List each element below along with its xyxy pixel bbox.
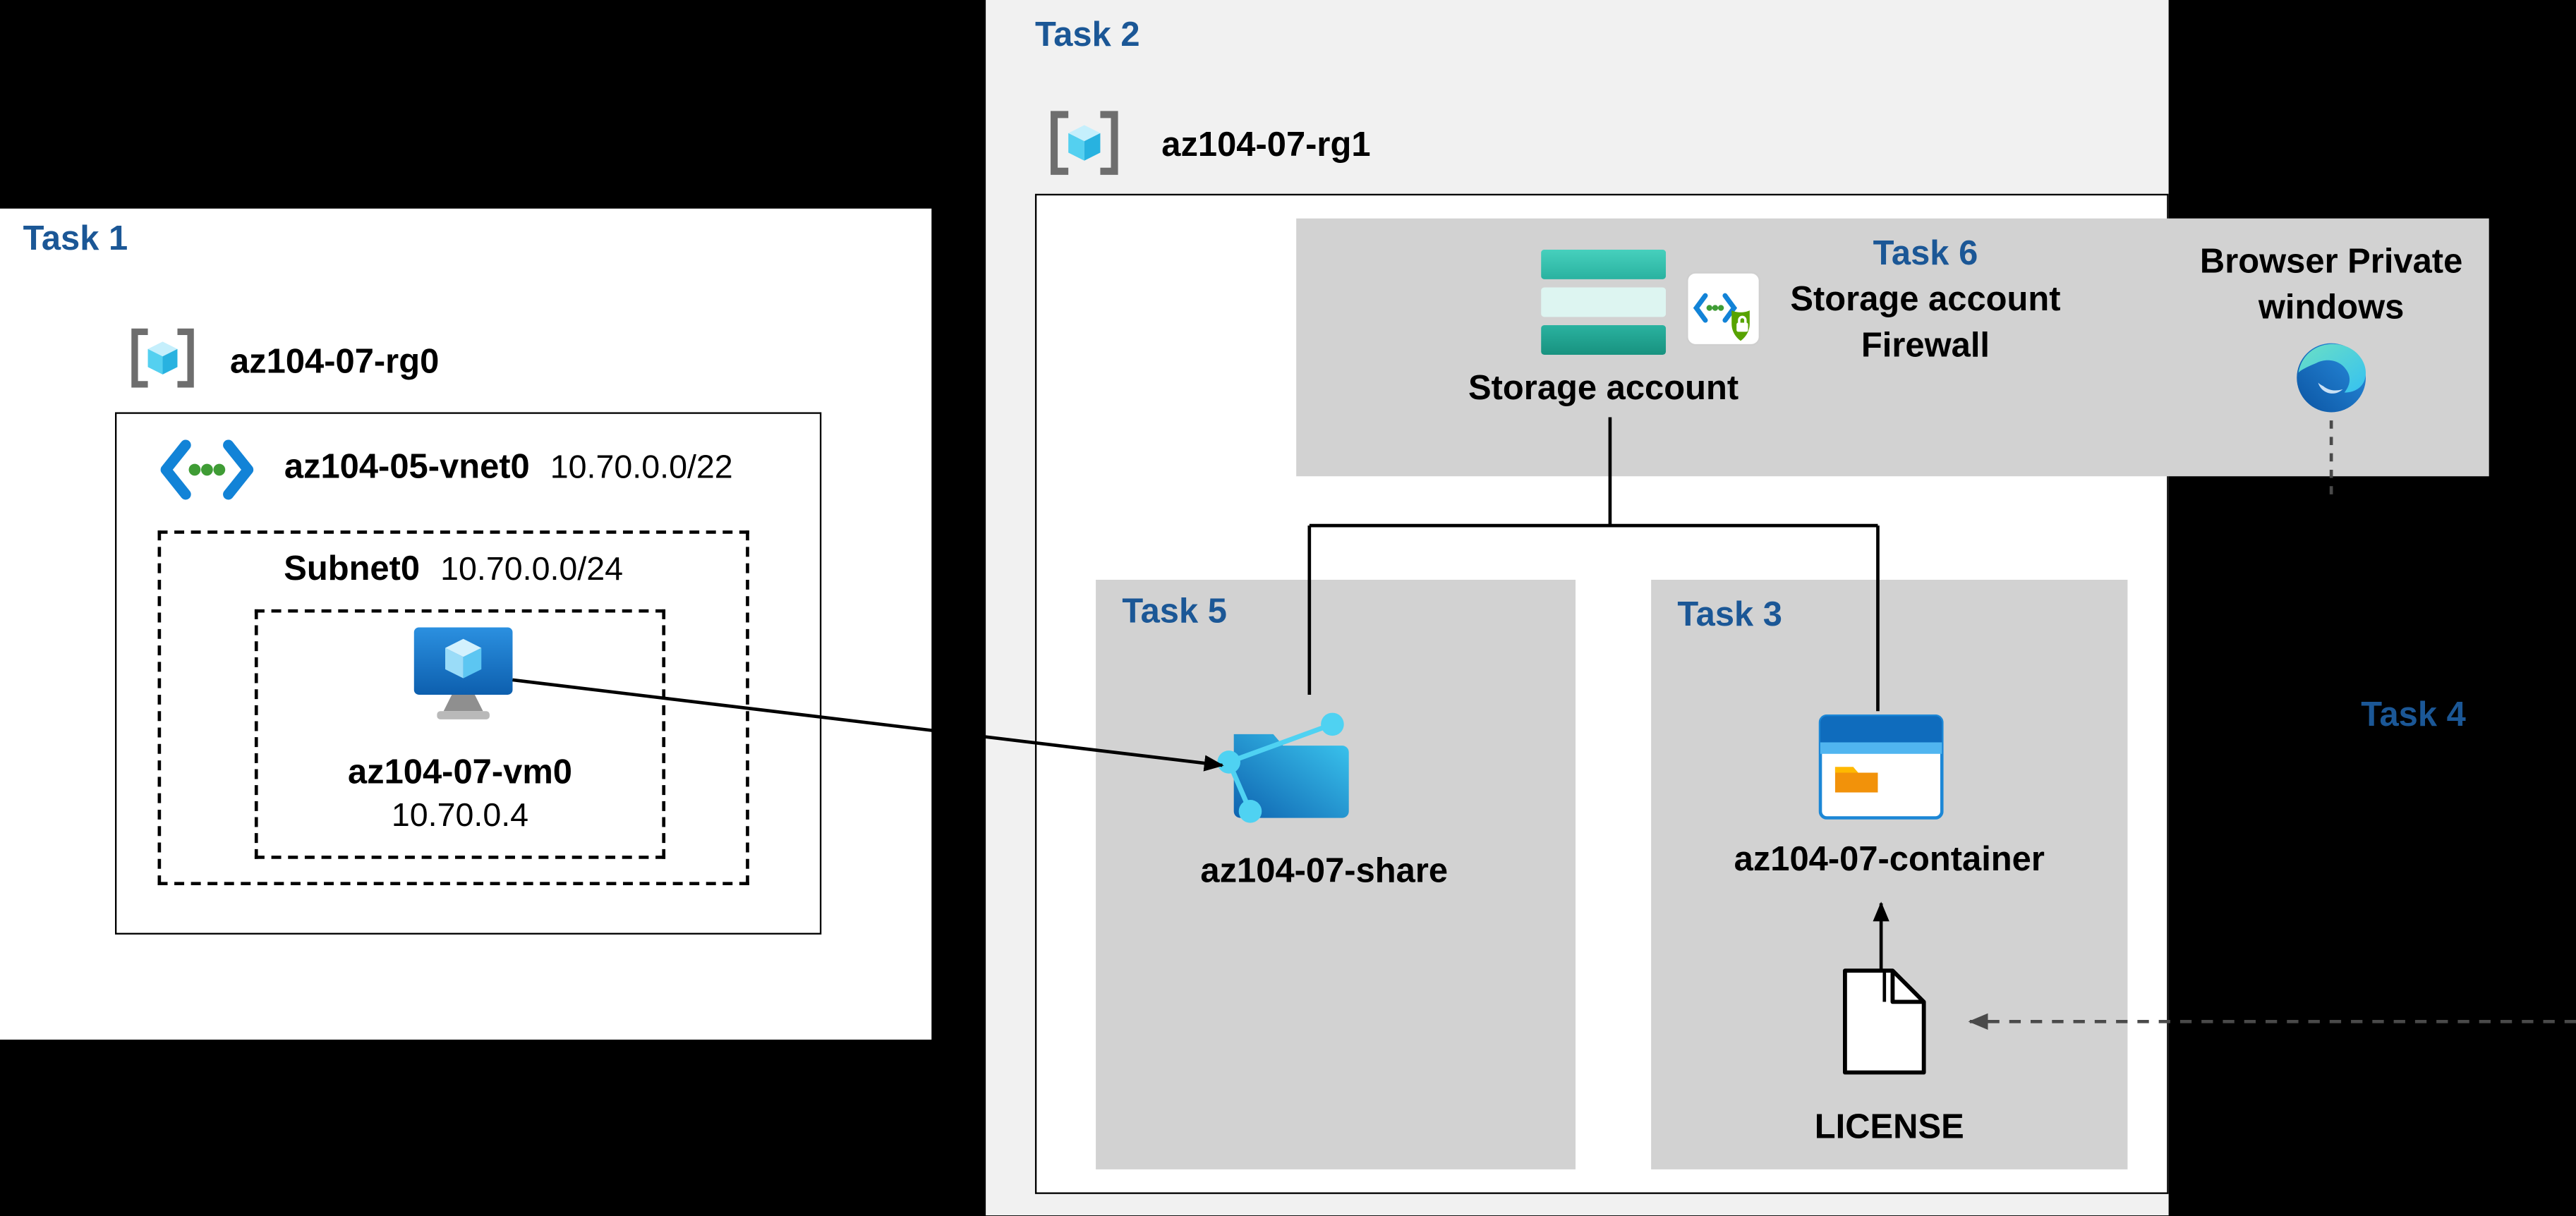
- task2-resource-group-name: az104-07-rg1: [1161, 126, 1371, 164]
- browser-private-windows-block: Browser Private windows: [2184, 240, 2479, 332]
- task1-panel: Task 1 az104-07-rg0 az104-05-vnet0 10.70…: [0, 208, 932, 1040]
- browser-label-line1: Browser Private: [2199, 243, 2463, 281]
- resource-group-icon: [1051, 111, 1118, 175]
- subnet-cidr: 10.70.0.0/24: [440, 552, 624, 588]
- task6-title-line1: Storage account: [1790, 281, 2061, 319]
- subnet-name: Subnet0: [284, 550, 421, 588]
- storage-account-icon: [1541, 249, 1667, 355]
- task5-label: Task 5: [1122, 592, 1227, 631]
- license-label: LICENSE: [1814, 1108, 1964, 1147]
- vnet-cidr: 10.70.0.0/22: [550, 450, 733, 487]
- container-name: az104-07-container: [1734, 841, 2045, 879]
- storage-firewall-icon: [1686, 272, 1760, 346]
- task1-resource-group-name: az104-07-rg0: [229, 343, 440, 382]
- share-name: az104-07-share: [1200, 852, 1449, 891]
- subnet-title: Subnet0 10.70.0.0/24: [161, 550, 746, 590]
- resource-group-icon: [131, 328, 194, 388]
- vm-name: az104-07-vm0: [347, 753, 573, 792]
- browser-label-line2: windows: [2258, 288, 2405, 327]
- blob-container-icon: [1818, 714, 1944, 820]
- task1-label: Task 1: [23, 220, 128, 258]
- edge-browser-icon: [2297, 343, 2366, 413]
- task4-label: Task 4: [2361, 696, 2466, 734]
- subnet-box: Subnet0 10.70.0.0/24: [157, 530, 749, 886]
- task3-label: Task 3: [1677, 596, 1783, 634]
- vm-box: az104-07-vm0 10.70.0.4: [254, 609, 666, 859]
- file-share-icon: [1217, 712, 1349, 823]
- task6-label: Task 6: [1873, 234, 1978, 273]
- vnet-name: az104-05-vnet0: [284, 448, 530, 487]
- vnet-title: az104-05-vnet0 10.70.0.0/22: [284, 449, 733, 488]
- vnet-box: az104-05-vnet0 10.70.0.0/22 Subnet0 10.7…: [114, 412, 822, 935]
- storage-banner: Storage account Task 6 Storage account F…: [1296, 218, 2489, 477]
- task5-box: Task 5 az104-07-share: [1096, 579, 1576, 1169]
- storage-account-label: Storage account: [1468, 369, 1739, 408]
- virtual-network-icon: [160, 439, 254, 500]
- vm-ip: 10.70.0.4: [391, 798, 529, 834]
- document-icon: [1842, 968, 1926, 1075]
- task3-box: Task 3 az104-07-container LICENSE: [1651, 579, 2128, 1169]
- task6-block: Task 6 Storage account Firewall: [1761, 231, 2090, 370]
- virtual-machine-icon: [413, 627, 513, 719]
- task6-title-line2: Firewall: [1861, 327, 1990, 365]
- task2-label: Task 2: [1034, 16, 1140, 54]
